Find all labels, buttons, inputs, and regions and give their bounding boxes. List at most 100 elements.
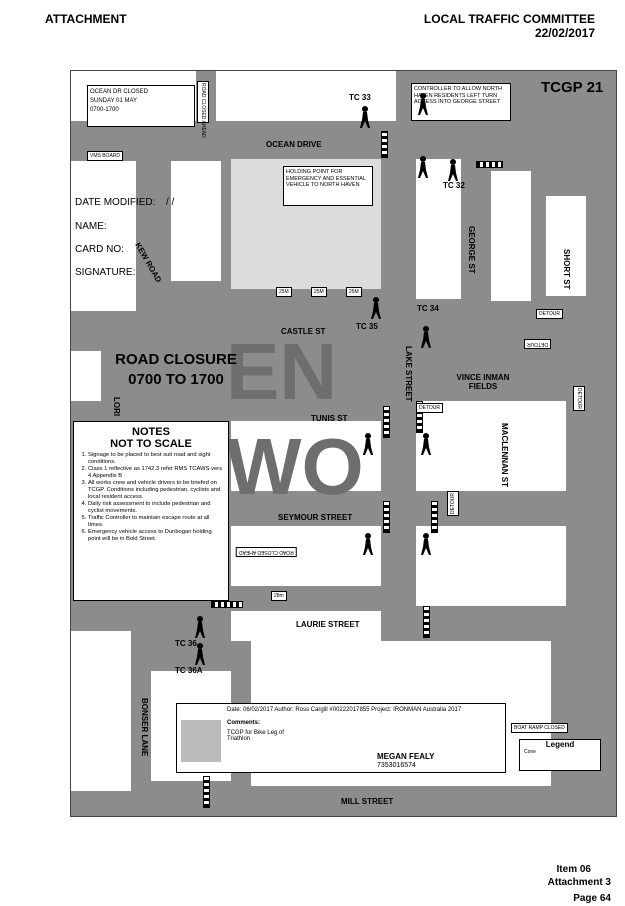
notes-title: NOTES	[132, 426, 170, 438]
traffic-controller-icon	[418, 156, 428, 178]
barrier	[431, 501, 438, 533]
controller-tc34: TC 34	[417, 304, 439, 313]
controller-tc33: TC 33	[349, 93, 371, 102]
block	[491, 171, 531, 301]
tb-number: 7353016574	[377, 762, 416, 769]
signature-label: SIGNATURE:	[75, 267, 136, 278]
laurie-street-label: LAURIE STREET	[296, 620, 360, 629]
header-title: LOCAL TRAFFIC COMMITTEE	[423, 12, 595, 26]
short-st-label: SHORT ST	[562, 249, 571, 290]
date-modified-label: DATE MODIFIED:	[75, 197, 156, 208]
note-item: Traffic Controller to maintain escape ro…	[88, 515, 224, 529]
footer-item: Item 06	[556, 864, 591, 875]
controller-tc32: TC 32	[443, 181, 465, 190]
card-no-label: CARD NO:	[75, 244, 124, 255]
road-closure-times: 0700 TO 1700	[128, 371, 224, 388]
notes-list: Signage to be placed to best suit road a…	[78, 452, 224, 543]
event-logo-text-1: EN	[226, 327, 338, 416]
detour-sign: DETOUR	[573, 386, 585, 412]
traffic-controller-icon	[421, 433, 431, 455]
castle-st-label: CASTLE ST	[281, 327, 326, 336]
tb-comments: TCGP for Bike Leg of Triathlon	[227, 730, 284, 742]
lake-street-label: LAKE STREET	[404, 346, 413, 402]
barrier	[203, 776, 210, 808]
holding-point-note: HOLDING POINT FOR EMERGENCY AND ESSENTIA…	[283, 166, 373, 206]
barrier	[381, 131, 388, 158]
traffic-controller-icon	[421, 533, 431, 555]
traffic-controller-icon	[421, 326, 431, 348]
ocean-drive-label: OCEAN DRIVE	[266, 140, 322, 149]
footer-page: Page 64	[573, 893, 611, 904]
barrier	[416, 401, 423, 433]
detour-sign: DETOUR	[536, 309, 564, 319]
legend-cone: Cone	[524, 749, 536, 755]
note-item: All works crew and vehicle drivers to be…	[88, 480, 224, 501]
traffic-controller-icon	[360, 106, 370, 128]
controller-tc35: TC 35	[356, 322, 378, 331]
boat-ramp-sign: BOAT RAMP CLOSED	[511, 723, 568, 733]
tb-comments-label: Comments:	[227, 720, 261, 726]
notes-box: NOTES NOT TO SCALE Signage to be placed …	[73, 421, 229, 601]
legend-box: Legend Cone	[519, 739, 601, 771]
detour-sign: DETOUR	[524, 339, 552, 349]
distance-label: 25M	[276, 287, 292, 297]
barrier	[476, 161, 503, 168]
note-item: Signage to be placed to best suit road a…	[88, 452, 224, 466]
road-closure-title: ROAD CLOSURE	[115, 351, 237, 368]
date-modified-slashes: / /	[166, 197, 175, 208]
block	[171, 161, 221, 281]
plan-id: TCGP 21	[541, 79, 604, 96]
traffic-controller-icon	[418, 93, 428, 115]
george-st-label: GEORGE ST	[467, 226, 476, 274]
traffic-controller-icon	[363, 433, 373, 455]
block	[71, 631, 131, 791]
barrier	[383, 406, 390, 438]
traffic-controller-icon	[371, 297, 381, 319]
vms-line-3: 0700-1700	[90, 107, 119, 113]
traffic-controller-icon	[195, 643, 205, 665]
distance-label: 28m	[271, 591, 287, 601]
title-block: Date: 06/02/2017 Author: Ross Cargill #0…	[176, 703, 506, 773]
block	[416, 401, 566, 491]
road-closed-ahead-sign-top: ROAD CLOSED AHEAD	[197, 81, 209, 138]
tb-author: Author: Ross Cargill #00222017855	[274, 707, 370, 713]
block	[71, 351, 101, 401]
block	[231, 611, 381, 641]
barrier	[211, 601, 243, 608]
mill-street-label: MILL STREET	[341, 797, 394, 806]
note-item: Daily risk assessment to include pedestr…	[88, 501, 224, 515]
tb-date: Date: 06/02/2017	[227, 707, 274, 713]
detour-sign: DETOUR	[447, 491, 459, 517]
detour-sign: DETOUR	[416, 403, 444, 413]
barrier	[423, 606, 430, 638]
maclennan-st-label: MACLENNAN ST	[500, 423, 509, 487]
lori-label: LORI	[112, 397, 121, 417]
bonser-lane-label: BONSER LANE	[140, 698, 149, 757]
event-logo-text-2: WO	[226, 422, 364, 511]
legend-title: Legend	[545, 740, 575, 749]
vince-inman-fields-label: VINCE INMAN FIELDS	[456, 373, 510, 391]
notes-subtitle: NOT TO SCALE	[110, 438, 192, 450]
vms-line-1: OCEAN DR CLOSED	[90, 89, 149, 95]
tunis-st-label: TUNIS ST	[311, 414, 348, 423]
map-thumbnail	[181, 720, 221, 762]
kew-road-label: KEW ROAD	[133, 241, 164, 284]
block	[71, 161, 136, 311]
block	[416, 159, 461, 299]
name-label: NAME:	[75, 221, 107, 232]
traffic-control-map: OCEAN DR CLOSED SUNDAY 01 MAY 0700-1700 …	[70, 70, 617, 817]
traffic-controller-icon	[448, 159, 458, 181]
traffic-controller-icon	[363, 533, 373, 555]
controller-tc36a: TC 36A	[175, 666, 203, 675]
block	[231, 421, 381, 491]
seymour-street-label: SEYMOUR STREET	[278, 513, 353, 522]
controller-tc36: TC 36	[175, 639, 197, 648]
note-item: Class 1 reflective as 1742.3 refer RMS T…	[88, 466, 224, 480]
barrier	[383, 501, 390, 533]
tb-project: Project: IRONMAN Australia 2017	[371, 707, 462, 713]
header-left: ATTACHMENT	[45, 12, 127, 26]
tb-name: MEGAN FEALY	[377, 752, 435, 761]
vms-board-label: VMS BOARD	[87, 151, 124, 161]
vms-line-2: SUNDAY 01 MAY	[90, 98, 138, 104]
vms-board-message: OCEAN DR CLOSED SUNDAY 01 MAY 0700-1700	[87, 85, 195, 127]
